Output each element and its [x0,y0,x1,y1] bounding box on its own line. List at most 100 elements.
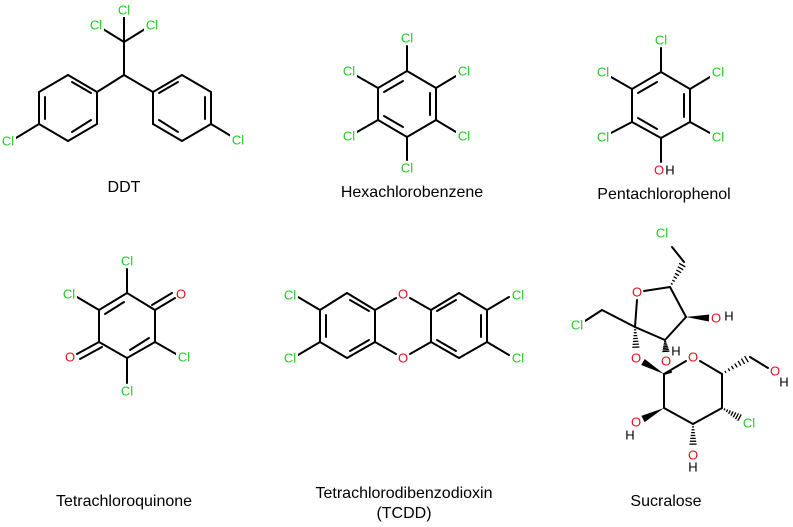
hash-bond-line [744,355,749,363]
hash-bond-line [730,411,734,416]
hash-bond-line [737,414,742,422]
atom-cl: Cl [343,64,355,79]
bond-line [435,119,457,133]
bond-line [76,341,100,355]
atom-label-background [770,364,780,378]
hash-bond-line [662,350,670,353]
hash-bond-line [737,360,742,367]
label-sucralose: Sucralose [630,493,702,510]
atom-label-background [741,416,757,430]
hash-bond-line [670,282,673,285]
bond-line [158,81,179,94]
atom-h: H [671,344,680,359]
atom-label-background [176,350,192,364]
bond-line [486,341,510,356]
bond-line [383,80,404,93]
bond-line [374,297,397,311]
atom-cl: Cl [2,134,14,149]
bond-line [67,74,98,93]
atom-label-background [61,287,77,301]
bond-line [126,292,156,311]
bond-line [663,407,694,425]
atom-o: O [654,163,664,178]
atom-label-background [711,311,721,325]
atom-label-background [569,318,585,332]
atom-label-background [116,3,132,17]
atom-o: O [688,350,698,365]
bond-line [71,81,92,94]
bond-line [601,309,636,328]
bond-line [76,296,100,311]
bond-line [154,297,176,311]
hash-bond-line [732,412,737,418]
atom-label-background [119,254,135,268]
bond-line [71,119,92,133]
atom-h: H [779,375,788,390]
atom-label-background [595,130,611,144]
atom-cl: Cl [401,31,413,46]
atom-o: O [398,351,408,366]
atom-cl: Cl [655,33,667,48]
atom-cl: Cl [90,18,102,33]
hash-bond-line [728,410,731,415]
atom-cl: Cl [656,226,668,241]
atom-cl: Cl [512,288,524,303]
bond-line [38,123,69,142]
atom-cl: Cl [597,130,609,145]
atom-label-background [399,31,415,45]
atom-label-background [119,384,135,398]
bond-line [631,121,662,139]
atom-label-background [688,350,698,364]
bond-line [430,341,460,359]
atom-label-background [398,287,408,301]
hash-bond-line [677,266,684,271]
bond-line [319,341,348,359]
hash-bond-line [734,413,740,420]
bond-line [181,74,212,93]
atom-cl: Cl [121,384,133,399]
bond-line [637,81,658,94]
hash-bond-line [740,358,746,365]
wedge-bond [641,358,664,374]
hash-bond-line [725,409,729,413]
bond-line [458,292,488,311]
bond-line [610,76,633,90]
atom-label-background [710,65,726,79]
bond-line [79,346,103,360]
bond-line [637,117,658,130]
bond-line [610,121,633,134]
bond-line [346,292,376,311]
atom-label-background [341,129,357,143]
atom-o: O [688,448,698,463]
bond-line [660,71,691,90]
atom-cl: Cl [63,287,75,302]
atom-cl: Cl [178,350,190,365]
bond-line [123,74,154,93]
atom-cl: Cl [118,3,130,18]
atom-label-background [688,448,698,462]
atom-cl: Cl [712,65,724,80]
atom-label-background [399,161,415,175]
atom-label-background [398,351,408,365]
atom-label-background [653,33,669,47]
atom-label-background [724,309,734,323]
atom-o: O [632,285,642,300]
atom-o: O [711,311,721,326]
atom-label-background [595,65,611,79]
bond-line [356,119,379,133]
atom-h: H [724,309,733,324]
label-pentachlorophenol: Pentachlorophenol [597,186,731,203]
atom-o: O [65,350,75,365]
bond-line [436,299,457,312]
bond-line [154,341,177,355]
hash-bond-line [724,370,727,374]
atom-label-background [510,288,526,302]
atom-h: H [688,460,697,475]
atom-o: O [631,351,641,366]
bond-line [631,71,662,90]
bond-line [435,75,457,89]
atom-label-background [671,344,681,358]
